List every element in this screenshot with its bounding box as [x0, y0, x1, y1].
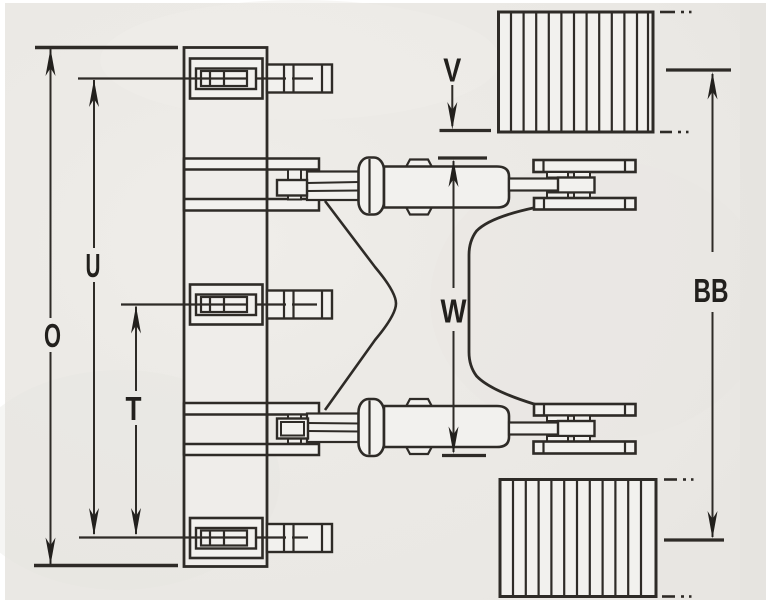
svg-text:T: T	[126, 390, 142, 427]
svg-text:O: O	[44, 317, 61, 354]
svg-text:V: V	[443, 52, 461, 89]
svg-text:W: W	[441, 293, 468, 330]
svg-text:U: U	[86, 247, 101, 284]
svg-text:BB: BB	[694, 272, 729, 309]
